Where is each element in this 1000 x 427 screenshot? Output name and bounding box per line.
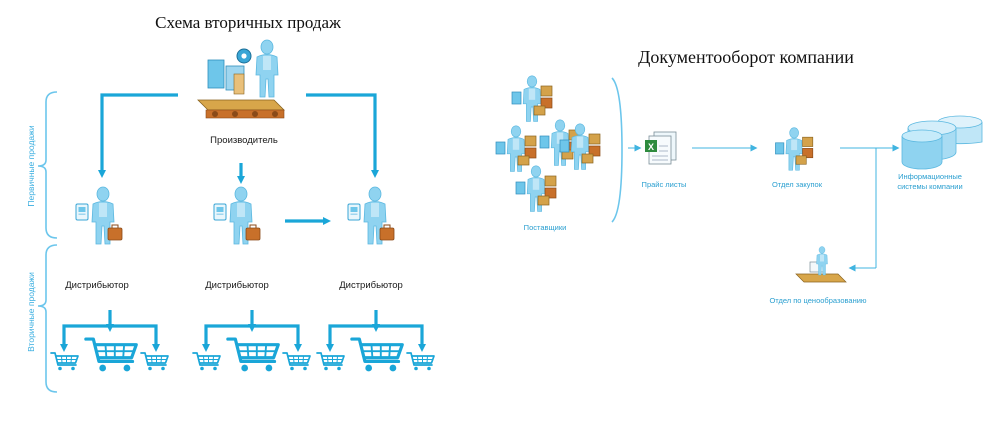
suppliers-icon — [496, 76, 600, 212]
cart-group-1 — [51, 310, 168, 371]
distributor-label-1: Дистрибьютор — [65, 280, 129, 291]
distributor-icon-2 — [214, 187, 260, 244]
info-systems-icon — [901, 115, 983, 170]
price-list-icon: X — [645, 131, 677, 165]
purchasing-icon — [775, 128, 812, 171]
right-diagram-title: Документооборот компании — [638, 47, 854, 67]
secondary-sales-bracket — [37, 244, 58, 393]
primary-sales-label: Первичные продажи — [26, 125, 36, 206]
pricing-icon — [795, 246, 847, 283]
price-lists-label: Прайс листы — [642, 180, 687, 189]
flow-arrows — [628, 144, 900, 272]
secondary-sales-label: Вторичные продажи — [26, 272, 36, 352]
cart-group-2 — [193, 310, 310, 371]
info-systems-label-line1: Информационные — [898, 172, 962, 181]
suppliers-label: Поставщики — [524, 223, 567, 232]
left-diagram-title: Схема вторичных продаж — [155, 13, 341, 32]
distributor-label-3: Дистрибьютор — [339, 280, 403, 291]
manufacturer-icon — [197, 39, 285, 119]
purchasing-label: Отдел закупок — [772, 180, 823, 189]
distributor-icon-3 — [348, 187, 394, 244]
pricing-label: Отдел по ценообразованию — [769, 296, 866, 305]
info-systems-label-line2: системы компании — [897, 182, 962, 191]
suppliers-bracket — [611, 77, 623, 223]
distributor-label-2: Дистрибьютор — [205, 280, 269, 291]
svg-text:X: X — [648, 142, 654, 152]
manufacturer-arrows — [98, 93, 379, 225]
manufacturer-label: Производитель — [210, 135, 278, 146]
primary-sales-bracket — [37, 91, 58, 239]
distributor-icon-1 — [76, 187, 122, 244]
cart-group-3 — [317, 310, 434, 371]
